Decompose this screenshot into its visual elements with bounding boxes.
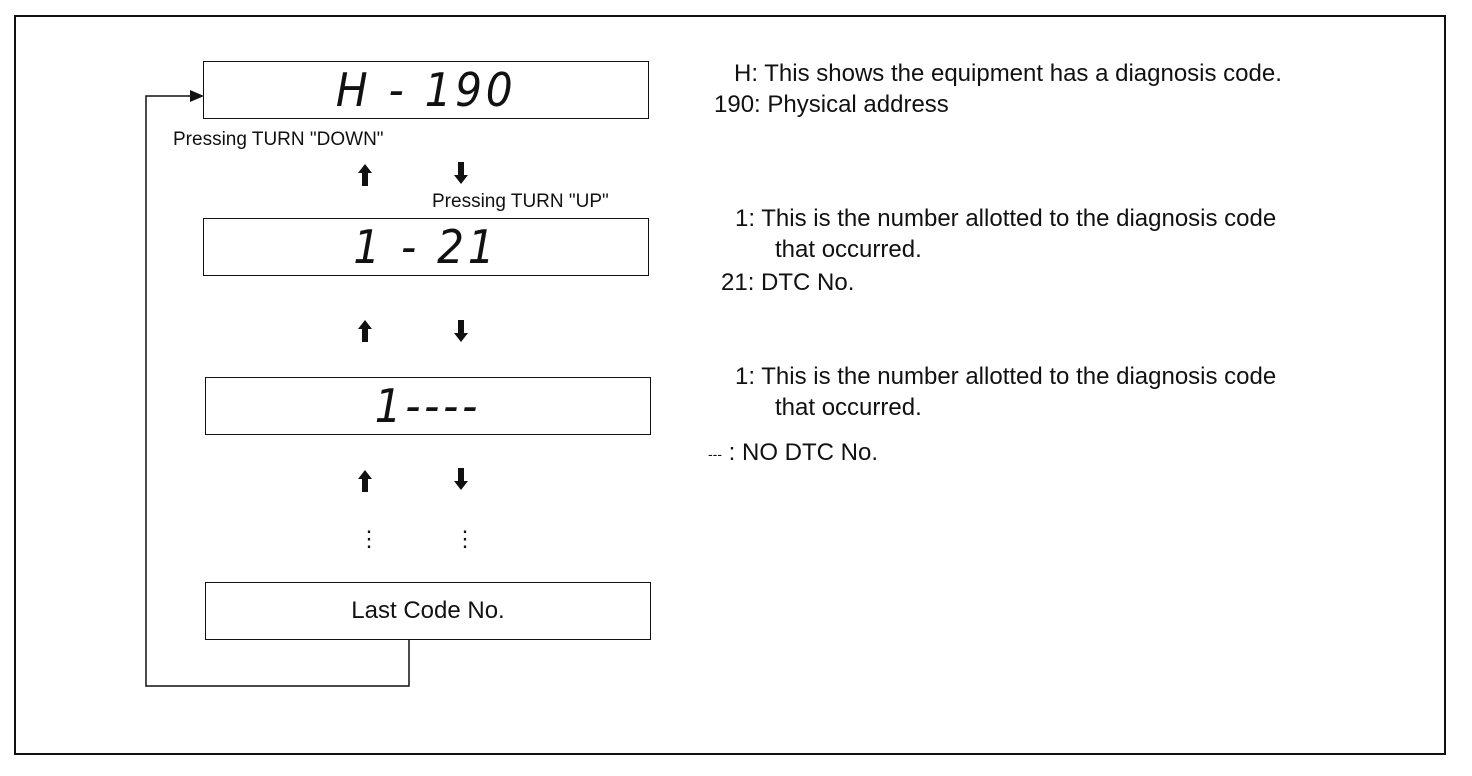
note-1b: 1: This is the number allotted to the di… — [735, 363, 1276, 391]
display-code-1: 1 - 21 — [203, 218, 649, 276]
turn-up-label: Pressing TURN "UP" — [432, 191, 609, 212]
arrow-down-icon — [454, 468, 468, 490]
note-21: 21: DTC No. — [721, 269, 854, 297]
note-1a-text: This is the number allotted to the diagn… — [761, 205, 1277, 232]
note-dashes-text: : NO DTC No. — [728, 439, 879, 466]
loop-arrowhead — [190, 90, 204, 102]
display-code-empty: 1---- — [205, 377, 651, 435]
display-code-1-text: 1 - 21 — [353, 220, 499, 274]
note-1a: 1: This is the number allotted to the di… — [735, 205, 1276, 233]
display-last-code: Last Code No. — [205, 582, 651, 640]
arrow-down-icon — [454, 320, 468, 342]
note-21-key: 21: — [721, 269, 755, 296]
arrow-up-icon — [358, 164, 372, 186]
display-address: H - 190 — [203, 61, 649, 119]
display-last-code-text: Last Code No. — [351, 597, 505, 624]
note-h-key: H: — [734, 60, 758, 87]
note-190: 190: Physical address — [714, 91, 949, 119]
note-190-key: 190: — [714, 91, 761, 118]
note-1b-text: This is the number allotted to the diagn… — [761, 363, 1277, 390]
note-190-text: Physical address — [767, 91, 949, 118]
note-h-text: This shows the equipment has a diagnosis… — [764, 60, 1282, 87]
note-1b-key: 1: — [735, 363, 756, 390]
note-1b-cont: that occurred. — [775, 394, 922, 421]
note-dashes-key: --- — [708, 445, 722, 462]
arrow-up-icon — [358, 320, 372, 342]
arrow-down-icon — [454, 162, 468, 184]
diagram-frame — [14, 15, 1446, 755]
turn-down-label: Pressing TURN "DOWN" — [173, 129, 384, 150]
display-address-text: H - 190 — [335, 63, 517, 117]
note-1a-key: 1: — [735, 205, 756, 232]
arrow-up-icon — [358, 470, 372, 492]
note-h: H: This shows the equipment has a diagno… — [734, 60, 1282, 88]
display-code-empty-text: 1---- — [374, 379, 482, 433]
note-1a-cont: that occurred. — [775, 236, 922, 263]
ellipsis-left: ⋮ — [358, 526, 380, 551]
note-21-text: DTC No. — [761, 269, 855, 296]
note-dashes: --- : NO DTC No. — [708, 439, 878, 467]
ellipsis-right: ⋮ — [454, 526, 476, 551]
